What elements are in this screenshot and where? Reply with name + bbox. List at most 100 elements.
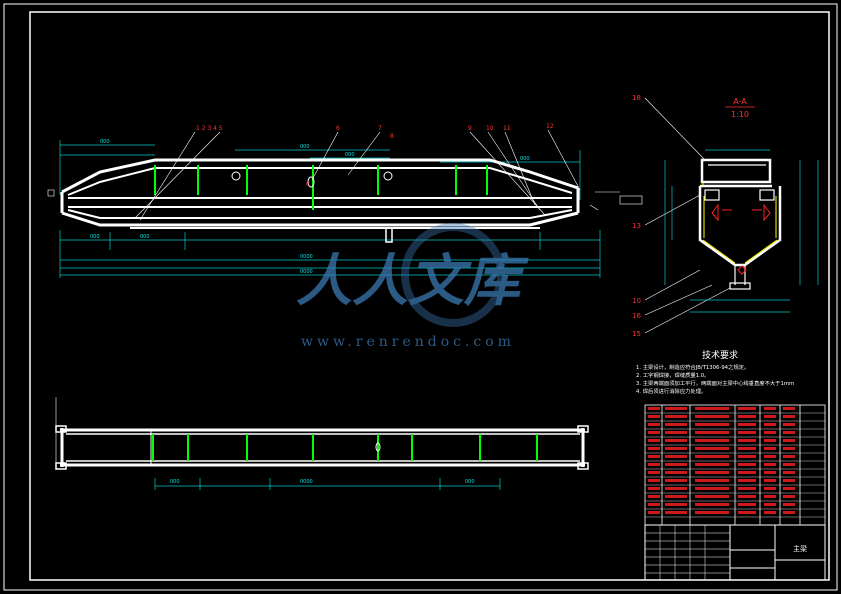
parts-list-cell-mark: [764, 415, 776, 418]
parts-list-cell-mark: [695, 431, 729, 434]
parts-list-cell-mark: [783, 487, 795, 490]
parts-list-cell-mark: [648, 495, 660, 498]
parts-list-cell-mark: [665, 431, 687, 434]
parts-list-cell-mark: [738, 463, 756, 466]
parts-list-cell-mark: [695, 495, 729, 498]
parts-list-cell-mark: [738, 447, 756, 450]
svg-text:16: 16: [632, 312, 641, 320]
parts-list-cell-mark: [665, 511, 687, 514]
parts-list-cell-mark: [783, 471, 795, 474]
parts-list-cell-mark: [783, 431, 795, 434]
parts-list-cell-mark: [665, 407, 687, 410]
watermark: 人人文库 www.renrendoc.com: [296, 223, 529, 350]
parts-list-cell-mark: [764, 439, 776, 442]
plan-outline: [60, 428, 585, 467]
svg-text:000: 000: [140, 234, 150, 240]
parts-list-cell-mark: [738, 471, 756, 474]
tech-req-item-2: 2. 工字钢焊接，焊缝质量1.0。: [636, 371, 709, 379]
parts-list-cell-mark: [764, 487, 776, 490]
section-hatch: [702, 182, 778, 264]
parts-list-cell-mark: [783, 479, 795, 482]
plan-dimensions: [154, 478, 501, 490]
svg-text:9: 9: [468, 125, 472, 132]
parts-list-cell-mark: [738, 487, 756, 490]
front-view-top-dimensions: [59, 140, 601, 278]
parts-list-cell-mark: [665, 415, 687, 418]
front-end-marks: [47, 189, 643, 211]
girder-support-block: [385, 227, 393, 243]
parts-list-cell-mark: [764, 423, 776, 426]
parts-list-cell-mark: [738, 503, 756, 506]
front-part-numbers: 1 2 3 4 5 6 7 8 9 10 11 12 C: [196, 123, 554, 188]
parts-list-cell-mark: [783, 447, 795, 450]
parts-list-cell-mark: [695, 447, 729, 450]
svg-text:000: 000: [345, 152, 355, 158]
svg-text:000: 000: [90, 234, 100, 240]
parts-list-cell-mark: [764, 455, 776, 458]
parts-list-cell-mark: [665, 495, 687, 498]
svg-text:000: 000: [300, 144, 310, 150]
svg-text:6: 6: [336, 125, 340, 132]
parts-list-cell-mark: [648, 463, 660, 466]
parts-list-table: [644, 404, 826, 526]
parts-list-cell-mark: [738, 439, 756, 442]
plan-inner: [55, 425, 589, 470]
parts-list-cell-mark: [695, 479, 729, 482]
section-a-a-view: A-A 1:10: [632, 94, 819, 338]
parts-list-cell-mark: [665, 447, 687, 450]
parts-list-cell-mark: [738, 423, 756, 426]
parts-list-cell-mark: [665, 487, 687, 490]
svg-text:8: 8: [390, 133, 394, 140]
parts-list-cell-mark: [783, 495, 795, 498]
girder-outline: [60, 158, 580, 227]
parts-list-cell-mark: [695, 471, 729, 474]
section-scale: 1:10: [731, 110, 749, 119]
parts-list-cell-mark: [695, 487, 729, 490]
parts-list-cell-mark: [648, 415, 660, 418]
parts-list-cell-mark: [665, 439, 687, 442]
svg-text:1 2 3 4 5: 1 2 3 4 5: [196, 125, 223, 132]
parts-list-cell-mark: [764, 407, 776, 410]
svg-text:15: 15: [632, 330, 641, 338]
parts-list-rows: [645, 407, 825, 518]
svg-text:10: 10: [486, 125, 494, 132]
svg-text:13: 13: [632, 222, 641, 230]
section-dimensions: [664, 149, 819, 313]
tech-req-item-3: 3. 主梁两端面须加工平行，两端面对主梁中心线垂直度不大于1mm: [636, 379, 794, 387]
parts-list-cell-mark: [783, 455, 795, 458]
svg-text:11: 11: [503, 125, 511, 132]
parts-list-cell-mark: [738, 511, 756, 514]
technical-requirements: 技术要求 1. 主梁设计，制造应符合JB/T1306-94之规定。 2. 工字钢…: [636, 349, 794, 395]
svg-text:000: 000: [100, 139, 110, 145]
svg-text:0000: 0000: [300, 269, 313, 275]
svg-text:000: 000: [170, 479, 180, 485]
parts-list-cell-mark: [695, 463, 729, 466]
section-details: [704, 164, 775, 290]
parts-list-cell-mark: [738, 415, 756, 418]
parts-list-cell-mark: [783, 423, 795, 426]
svg-text:0000: 0000: [300, 479, 313, 485]
svg-text:0000: 0000: [300, 254, 313, 260]
parts-list-cell-mark: [764, 511, 776, 514]
svg-text:C: C: [306, 181, 310, 188]
parts-list-cell-mark: [695, 511, 729, 514]
main-girder-plan-view: 000 0000 000: [55, 397, 589, 490]
tech-req-title: 技术要求: [702, 349, 738, 361]
parts-list-cell-mark: [764, 471, 776, 474]
parts-list-cell-mark: [738, 479, 756, 482]
front-leader-lines: [134, 129, 581, 221]
front-holes: [231, 171, 393, 188]
parts-list-cell-mark: [783, 503, 795, 506]
watermark-logo-ring: [401, 223, 505, 327]
parts-list-cell-mark: [665, 479, 687, 482]
parts-list-cell-mark: [783, 415, 795, 418]
title-block-part-name: 主梁: [793, 544, 807, 553]
title-block: 主梁: [644, 524, 826, 581]
section-part-numbers: 18 13 10 16 15: [632, 94, 641, 338]
section-label: A-A: [733, 97, 747, 106]
parts-list-cell-mark: [764, 479, 776, 482]
main-girder-front-view: 1 2 3 4 5 6 7 8 9 10 11 12 C 000 000 000…: [47, 123, 643, 278]
svg-text:12: 12: [546, 123, 554, 130]
svg-text:000: 000: [520, 156, 530, 162]
parts-list-cell-mark: [648, 423, 660, 426]
